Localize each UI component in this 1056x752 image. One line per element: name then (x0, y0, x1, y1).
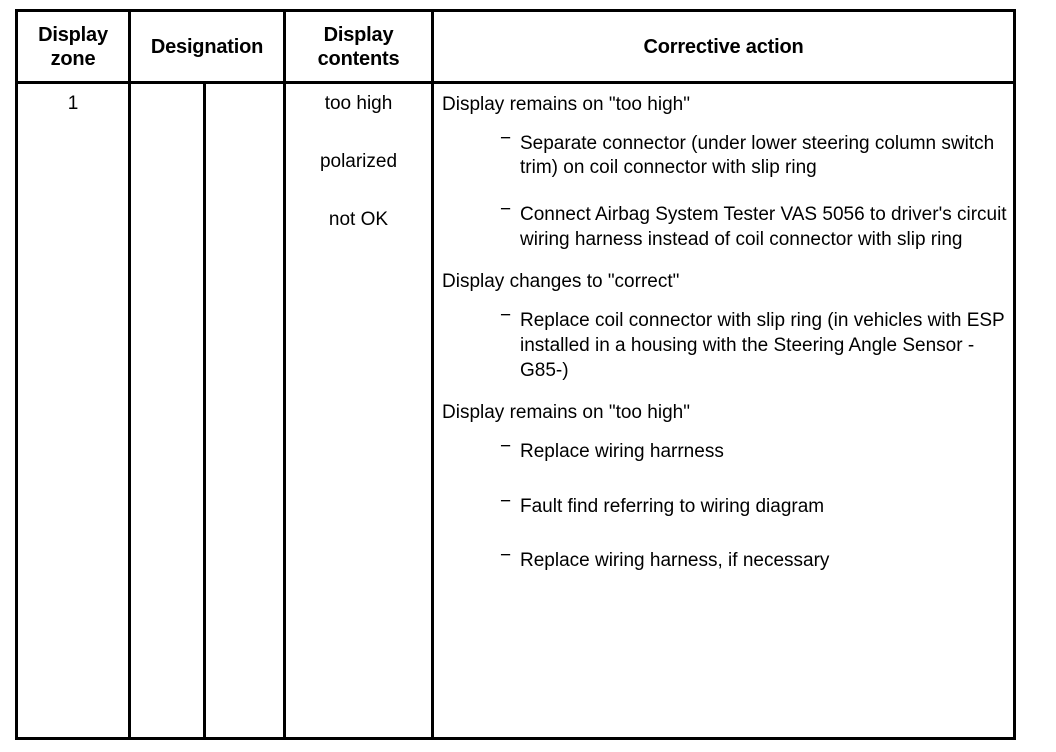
corrective-step: − Fault find referring to wiring diagram (442, 491, 1007, 520)
cell-display-zone: 1 (18, 84, 131, 737)
column-header-display-zone: Display zone (18, 12, 131, 84)
corrective-block: Display changes to "correct" − Replace c… (442, 270, 1007, 383)
corrective-step-text: Replace wiring harness, if necessary (520, 550, 830, 572)
table-header-row: Display zone Designation Display content… (18, 12, 1013, 84)
corrective-step-list: − Separate connector (under lower steeri… (442, 128, 1007, 253)
cell-corrective-action: Display remains on "too high" − Separate… (434, 84, 1013, 737)
corrective-action-content: Display remains on "too high" − Separate… (434, 84, 1013, 574)
column-header-corrective-action: Corrective action (434, 12, 1013, 84)
corrective-step-text: Replace wiring harrness (520, 440, 724, 462)
column-header-display-contents-line2: contents (317, 48, 400, 70)
bullet-dash-icon: − (500, 490, 512, 512)
corrective-step: − Replace coil connector with slip ring … (442, 305, 1007, 383)
display-contents-item: not OK (328, 209, 389, 230)
column-header-designation-label: Designation (150, 36, 264, 59)
column-header-designation: Designation (131, 12, 286, 84)
corrective-step-text: Connect Airbag System Tester VAS 5056 to… (520, 204, 1007, 250)
corrective-block: Display remains on "too high" − Separate… (442, 93, 1007, 252)
corrective-step: − Replace wiring harrness (442, 436, 1007, 465)
bullet-dash-icon: − (500, 545, 512, 567)
corrective-step: − Separate connector (under lower steeri… (442, 128, 1007, 181)
column-header-corrective-action-label: Corrective action (643, 36, 804, 59)
display-zone-value: 1 (67, 93, 79, 114)
column-header-display-contents-line1: Display (323, 24, 394, 47)
cell-display-contents: too high polarized not OK (286, 84, 434, 737)
bullet-dash-icon: − (500, 305, 512, 327)
cell-designation-left (131, 84, 206, 737)
column-header-display-zone-line2: zone (50, 48, 96, 70)
column-header-display-zone-line1: Display (38, 24, 108, 47)
corrective-action-table: Display zone Designation Display content… (15, 9, 1016, 740)
corrective-step: − Replace wiring harness, if necessary (442, 545, 1007, 574)
corrective-step-text: Fault find referring to wiring diagram (520, 495, 825, 517)
column-header-display-contents: Display contents (286, 12, 434, 84)
corrective-step-text: Replace coil connector with slip ring (i… (520, 310, 1005, 381)
table-row: 1 too high polarized not OK Di (18, 84, 1013, 737)
corrective-block: Display remains on "too high" − Replace … (442, 401, 1007, 574)
display-contents-item: polarized (319, 151, 398, 172)
display-contents-list: too high polarized not OK (286, 84, 431, 231)
corrective-step-text: Separate connector (under lower steering… (520, 132, 995, 179)
corrective-step-list: − Replace wiring harrness − Fault find r… (442, 436, 1007, 574)
display-contents-item: too high (324, 93, 393, 114)
cell-designation-right (206, 84, 286, 737)
corrective-step: − Connect Airbag System Tester VAS 5056 … (442, 199, 1007, 252)
bullet-dash-icon: − (500, 435, 512, 457)
bullet-dash-icon: − (500, 199, 512, 221)
corrective-block-heading: Display remains on "too high" (442, 94, 690, 115)
bullet-dash-icon: − (500, 127, 512, 149)
corrective-block-heading: Display changes to "correct" (442, 271, 680, 293)
corrective-block-heading: Display remains on "too high" (442, 402, 690, 424)
corrective-step-list: − Replace coil connector with slip ring … (442, 305, 1007, 383)
